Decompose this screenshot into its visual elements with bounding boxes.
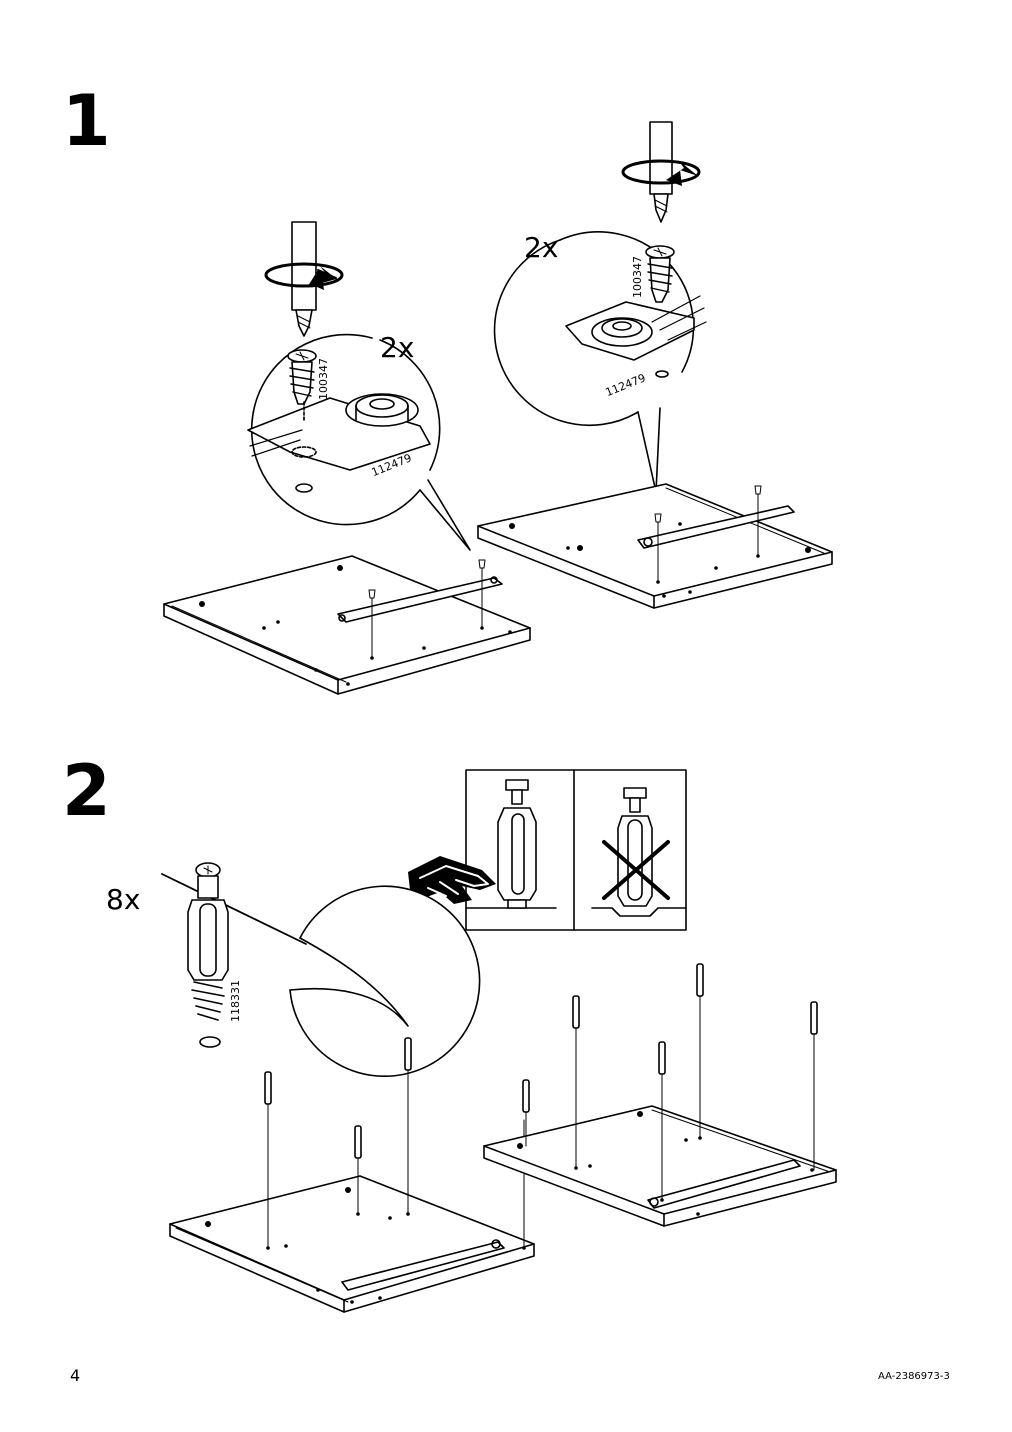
step1-left-screwdriver <box>291 221 317 337</box>
document-id: AA-2386973-3 <box>878 1371 950 1382</box>
step2-dowel-part-number: 118331 <box>229 980 242 1022</box>
step2-dowel-icon <box>187 862 229 1048</box>
hand-press-icon <box>408 856 496 904</box>
step1-right-bracket-detail <box>565 295 707 378</box>
step1-left-quantity: 2x <box>380 331 415 364</box>
dowel-incorrect-icon <box>617 787 653 907</box>
step2-left-panel <box>169 1175 535 1313</box>
step2-right-dowels <box>522 963 818 1201</box>
step2-detail-circle <box>161 873 481 1077</box>
step1-right-screw-part-number: 100347 <box>631 256 644 298</box>
step-number-1: 1 <box>62 80 111 162</box>
step-number-2: 2 <box>62 750 111 832</box>
dowel-correct-icon <box>497 779 537 909</box>
step1-right-quantity: 2x <box>524 231 559 264</box>
step2-right-panel <box>483 1105 837 1227</box>
step1-right-detail-circle <box>493 231 695 493</box>
step1-left-screw-part-number: 100347 <box>317 358 330 400</box>
step1-right-screw-icon <box>645 245 675 303</box>
step1-right-panel <box>477 483 833 609</box>
step1-right-rotate-arrow-icon <box>621 159 701 186</box>
step1-right-screwdriver <box>649 121 673 223</box>
step2-left-dowels <box>264 1037 525 1249</box>
step2-quantity: 8x <box>106 883 141 916</box>
step1-left-rotate-arrow-icon <box>264 262 344 290</box>
page-number: 4 <box>70 1366 81 1385</box>
step1-left-panel <box>163 555 531 695</box>
cross-mark-icon <box>602 840 670 900</box>
step1-left-bracket-detail <box>247 393 431 493</box>
